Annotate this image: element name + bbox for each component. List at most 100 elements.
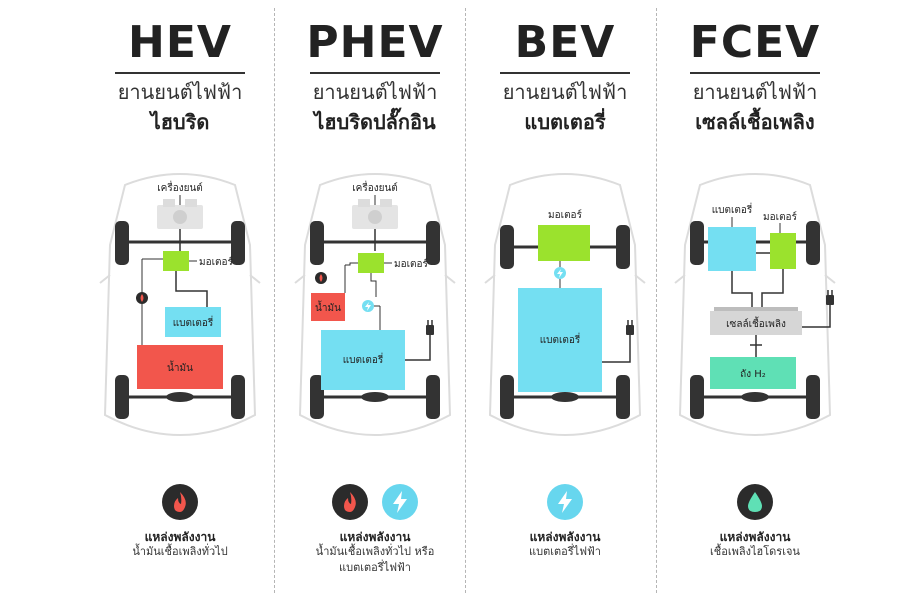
energy-source-desc: น้ำมันเชื้อเพลิงทั่วไป: [85, 544, 275, 560]
column-bev: BEV ยานยนต์ไฟฟ้า แบตเตอรี่ มอเตอร์ แบตเต…: [470, 0, 660, 600]
car-diagram: เครื่องยนต์ มอเตอร์ แบตเตอรี่: [85, 165, 275, 465]
vehicle-type-title: HEV: [128, 17, 232, 68]
vehicle-type-title: FCEV: [689, 17, 821, 68]
energy-source-desc-line: เชื้อเพลิงไฮโดรเจน: [710, 545, 800, 558]
lightning-icon: [547, 484, 583, 520]
column-hev: HEV ยานยนต์ไฟฟ้า ไฮบริด เครื่องยนต์: [85, 0, 275, 600]
motor-label: มอเตอร์: [763, 211, 798, 223]
wheel-icon: [426, 221, 440, 265]
fuel-label: น้ำมัน: [315, 300, 341, 314]
fuel-tank-block: [137, 345, 223, 389]
energy-source-desc: แบตเตอรี่ไฟฟ้า: [470, 544, 660, 560]
engine-icon: [157, 199, 203, 229]
car-outline: [298, 173, 452, 436]
column-divider: [656, 8, 657, 593]
wheel-icon: [690, 221, 704, 265]
motor-label: มอเตอร์: [548, 209, 583, 221]
plug-icon: [826, 290, 834, 305]
vehicle-subtitle: ยานยนต์ไฟฟ้า: [117, 80, 243, 104]
vehicle-subtitle-bold: ไฮบริด: [150, 110, 210, 134]
wheel-icon: [500, 225, 514, 269]
battery-label: แบตเตอรี่: [540, 332, 581, 346]
vehicle-subtitle: ยานยนต์ไฟฟ้า: [692, 80, 818, 104]
battery-block: [518, 288, 602, 392]
column-fcev: FCEV ยานยนต์ไฟฟ้า เซลล์เชื้อเพลิง แบตเตอ…: [660, 0, 850, 600]
wheel-icon: [806, 221, 820, 265]
vehicle-subtitle-bold: แบตเตอรี่: [524, 110, 606, 134]
energy-icons: [660, 484, 850, 524]
motor-block: [770, 233, 796, 269]
car-diagram: แบตเตอรี่ มอเตอร์ เซลล์เชื้อเพลิง: [660, 165, 850, 465]
tank-label: ถัง H₂: [740, 369, 766, 380]
energy-source-title: แหล่งพลังงาน: [144, 530, 216, 544]
energy-source-title: แหล่งพลังงาน: [529, 530, 601, 544]
battery-label: แบตเตอรี่: [343, 352, 384, 366]
battery-label: แบตเตอรี่: [173, 315, 214, 329]
engine-label: เครื่องยนต์: [157, 180, 203, 194]
engine-label: เครื่องยนต์: [352, 180, 398, 194]
column-divider: [465, 8, 466, 593]
energy-source-desc-line: น้ำมันเชื้อเพลิงทั่วไป: [132, 545, 228, 558]
car-outline: [488, 173, 642, 436]
energy-source-desc-line: แบตเตอรี่ไฟฟ้า: [339, 561, 411, 574]
energy-icons: [470, 484, 660, 524]
energy-source-desc-line: แบตเตอรี่ไฟฟ้า: [529, 545, 601, 558]
wheel-icon: [426, 375, 440, 419]
energy-icons: [280, 484, 470, 524]
wheel-icon: [616, 375, 630, 419]
motor-block: [358, 253, 384, 273]
car-diagram: เครื่องยนต์ มอเตอร์ น้ำมัน: [280, 165, 470, 465]
energy-source-desc: เชื้อเพลิงไฮโดรเจน: [660, 544, 850, 560]
motor-block: [163, 251, 189, 271]
fuel-label: น้ำมัน: [167, 360, 193, 374]
energy-icons: [85, 484, 275, 524]
wheel-icon: [806, 375, 820, 419]
energy-source-desc: น้ำมันเชื้อเพลิงทั่วไป หรือ แบตเตอรี่ไฟฟ…: [280, 544, 470, 576]
motor-label: มอเตอร์: [199, 256, 234, 268]
wheel-icon: [115, 375, 129, 419]
wheel-icon: [231, 375, 245, 419]
battery-block: [321, 330, 405, 390]
title-underline: [310, 72, 440, 74]
energy-source-title: แหล่งพลังงาน: [339, 530, 411, 544]
motor-block: [538, 225, 590, 261]
energy-source-desc-line: น้ำมันเชื้อเพลิงทั่วไป หรือ: [315, 545, 435, 558]
wheel-icon: [500, 375, 514, 419]
wheel-icon: [231, 221, 245, 265]
title-underline: [115, 72, 245, 74]
water-drop-icon: [737, 484, 773, 520]
energy-source-title: แหล่งพลังงาน: [719, 530, 791, 544]
battery-block: [708, 227, 756, 271]
title-underline: [690, 72, 820, 74]
vehicle-subtitle: ยานยนต์ไฟฟ้า: [502, 80, 628, 104]
fire-icon: [162, 484, 198, 520]
wheel-icon: [115, 221, 129, 265]
wheel-icon: [310, 221, 324, 265]
vehicle-subtitle: ยานยนต์ไฟฟ้า: [312, 80, 438, 104]
title-underline: [500, 72, 630, 74]
fuel-cell-label: เซลล์เชื้อเพลิง: [726, 316, 786, 330]
wheel-icon: [616, 225, 630, 269]
vehicle-subtitle-bold: เซลล์เชื้อเพลิง: [695, 110, 815, 134]
column-phev: PHEV ยานยนต์ไฟฟ้า ไฮบริดปลั๊กอิน เครื่อง…: [280, 0, 470, 600]
vehicle-subtitle-bold: ไฮบริดปลั๊กอิน: [314, 110, 436, 134]
motor-label: มอเตอร์: [394, 258, 429, 270]
engine-icon: [352, 199, 398, 229]
fuel-cell-block: [710, 311, 802, 335]
car-outline: [678, 173, 832, 436]
fuel-tank-block: [311, 293, 345, 321]
vehicle-type-title: BEV: [514, 17, 616, 68]
vehicle-type-title: PHEV: [306, 17, 444, 68]
wheel-icon: [310, 375, 324, 419]
battery-label: แบตเตอรี่: [712, 202, 753, 216]
plug-icon: [426, 320, 434, 335]
fire-icon: [332, 484, 369, 520]
wheel-icon: [690, 375, 704, 419]
plug-icon: [626, 320, 634, 335]
lightning-icon: [381, 484, 418, 520]
hydrogen-tank-block: [710, 357, 796, 389]
car-diagram: มอเตอร์ แบตเตอรี่: [470, 165, 660, 465]
battery-block: [165, 307, 221, 337]
column-divider: [274, 8, 275, 593]
car-outline: [103, 173, 257, 436]
